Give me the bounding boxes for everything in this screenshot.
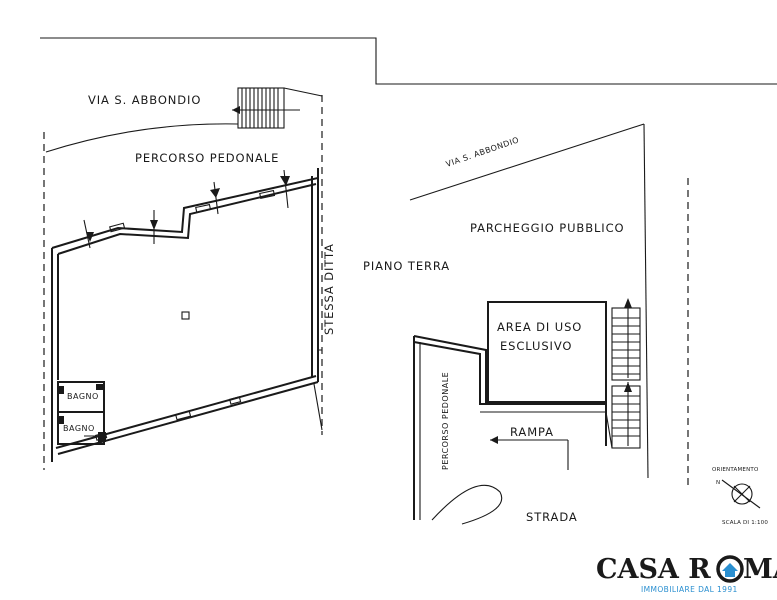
side-label: STESSA DITTA <box>322 243 336 335</box>
column-mark <box>181 311 190 320</box>
right-stairs <box>611 298 641 449</box>
right-street-label: VIA S. ABBONDIO <box>445 135 521 169</box>
bathroom-block <box>57 381 106 445</box>
north-label: N <box>716 480 720 486</box>
road-label: STRADA <box>526 510 578 524</box>
right-walkway-label: PERCORSO PEDONALE <box>441 372 450 470</box>
exclusive-area-line2: ESCLUSIVO <box>500 339 572 353</box>
left-walkway-label: PERCORSO PEDONALE <box>135 151 279 165</box>
company-logo: CASA R MA IMMOBILIARE DAL 1991 <box>596 554 777 594</box>
logo-house-o-icon <box>716 555 744 583</box>
left-plan: VIA S. ABBONDIO PERC <box>43 87 336 470</box>
ramp-label: RAMPA <box>510 425 554 439</box>
left-street-label: VIA S. ABBONDIO <box>88 93 201 107</box>
right-plan: VIA S. ABBONDIO PARCHEGGIO PUBBLICO PIAN… <box>363 123 689 525</box>
right-lot-boundary <box>643 123 649 479</box>
left-stair <box>232 87 323 129</box>
compass-icon <box>731 483 753 505</box>
left-walkway-edge <box>45 123 239 153</box>
orientation-label: ORIENTAMENTO <box>712 467 759 473</box>
right-street-edge <box>409 123 645 201</box>
exclusive-area-line1: AREA DI USO <box>497 320 582 334</box>
scale-label: SCALA DI 1:100 <box>722 520 768 526</box>
bathroom-label-2: BAGNO <box>63 424 95 433</box>
shop-outline <box>51 168 319 462</box>
orientation-legend: ORIENTAMENTO N SCALA DI 1:100 <box>712 467 768 526</box>
entrance-arrows <box>83 169 290 249</box>
ramp-building <box>413 335 613 525</box>
logo-brand-text-1: CASA R <box>596 554 711 585</box>
logo-brand-text-2: MA <box>743 554 777 585</box>
side-strip <box>313 349 323 431</box>
ramp-arrow <box>490 436 569 470</box>
bathroom-label-1: BAGNO <box>67 392 99 401</box>
site-boundary-line <box>40 37 777 85</box>
floor-label: PIANO TERRA <box>363 259 450 273</box>
exclusive-area-box <box>487 301 607 403</box>
parking-label: PARCHEGGIO PUBBLICO <box>470 221 624 235</box>
logo-tagline: IMMOBILIARE DAL 1991 <box>641 585 738 594</box>
